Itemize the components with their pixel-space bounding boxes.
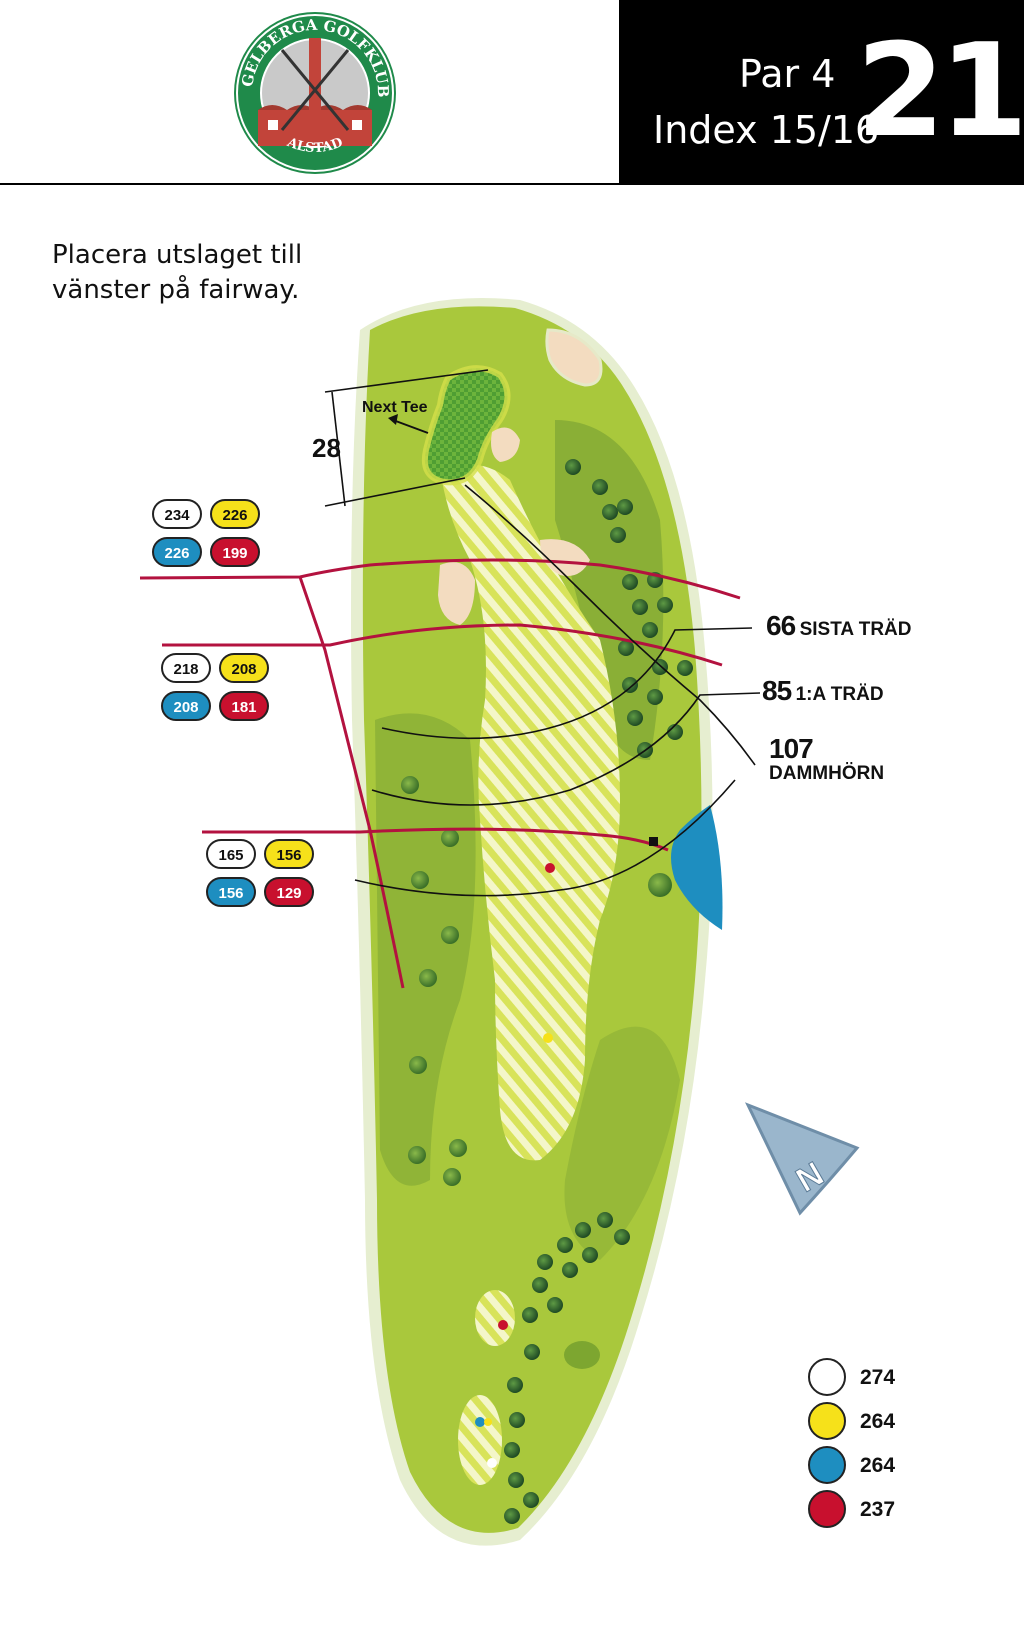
yardage-line-1 [139,558,741,600]
distance-white: 165 [206,839,256,869]
legend-dot [808,1402,846,1440]
marker-forsta-trad: 85 1:A TRÄD [762,675,884,707]
distance-red: 129 [264,877,314,907]
marker-sista-trad: 66 SISTA TRÄD [766,610,912,642]
yardage-line-3 [202,827,669,852]
dark-rough-right [555,420,664,760]
legend-value: 264 [860,1454,896,1477]
legend-value: 264 [860,1410,896,1433]
bunker-back [545,328,603,387]
distance-blue: 208 [161,691,211,721]
distance-red: 181 [219,691,269,721]
par-label: Par 4 [739,52,836,96]
svg-text:ALSTAD: ALSTAD [284,135,345,156]
marker-dammhorn: 107 DAMMHÖRN [769,733,884,785]
marker-name: 1:A TRÄD [795,684,884,705]
pond-tree [648,873,672,897]
tree-cluster-left [401,776,467,1186]
legend-row-blue: 264 [808,1446,918,1488]
bunker-fairway-right [540,539,590,576]
marker-distance: 66 [766,610,796,641]
instruction-line-1: Placera utslaget till [52,240,303,270]
distance-white: 218 [161,653,211,683]
dark-rough-lower [564,1026,680,1260]
index-label: Index 15/16 [653,108,880,152]
compass-icon: N [744,1102,860,1216]
legend-row-red: 237 [808,1490,918,1532]
tee-marker-red [498,1320,508,1330]
legend-row-yellow: 264 [808,1402,918,1444]
yardage-connector [298,576,405,989]
legend-value: 237 [860,1498,896,1521]
distance-yellow: 208 [219,653,269,683]
distance-blue: 226 [152,537,202,567]
legend-dot [808,1446,846,1484]
marker-name: DAMMHÖRN [769,763,885,784]
tree-line-lower [504,1212,630,1524]
hole-number: 21 [856,17,1024,166]
distance-white: 234 [152,499,202,529]
legend-dot [808,1358,846,1396]
instruction-text: Placera utslaget till vänster på fairway… [52,238,352,308]
tee-marker-blue [475,1417,485,1427]
header: TEGELBERGA GOLFKLUBB ALSTAD Par 4 Index … [0,0,1024,185]
arc-2 [371,692,761,806]
dammhorn-marker [649,837,658,846]
water-hazard [671,805,723,930]
fairway-dot-yellow [543,1033,553,1043]
hole-info-box: Par 4 Index 15/16 21 [619,0,1024,185]
tee-back [458,1395,502,1485]
logo-text-bottom: ALSTAD [284,135,345,156]
distance-red: 199 [210,537,260,567]
next-tee-arrow [388,414,429,434]
distance-arcs [354,484,761,897]
distance-yellow: 226 [210,499,260,529]
tee-line [464,484,756,766]
distance-yellow: 156 [264,839,314,869]
yardage-line-2 [162,623,723,667]
legend-dot [808,1490,846,1528]
putting-green [424,368,508,483]
marker-name: SISTA TRÄD [799,619,912,640]
legend-value: 274 [860,1366,896,1389]
distance-blue: 156 [206,877,256,907]
club-logo: TEGELBERGA GOLFKLUBB ALSTAD [232,10,396,174]
legend-row-white: 274 [808,1358,918,1400]
tee-red [475,1290,515,1346]
green-depth-label: 28 [312,433,341,463]
tee-marker-white [487,1458,497,1468]
tee-marker-yellow [484,1418,492,1426]
bunker-green-right [491,427,520,462]
yardage-lines [139,558,741,989]
header-divider [0,183,1024,185]
fairway [440,464,620,1161]
fairway-dot-red [545,863,555,873]
instruction-line-2: vänster på fairway. [52,275,300,305]
bunker-fairway-left [438,562,475,625]
tree-cluster-right [565,459,693,758]
green-depth-bracket [324,369,489,507]
marker-distance: 85 [762,675,792,706]
arc-1 [381,627,753,740]
next-tee-label: Next Tee [362,399,428,416]
green-collar [421,365,511,486]
marker-distance: 107 [769,733,814,764]
lower-bush [564,1341,600,1369]
arc-3 [354,779,736,897]
